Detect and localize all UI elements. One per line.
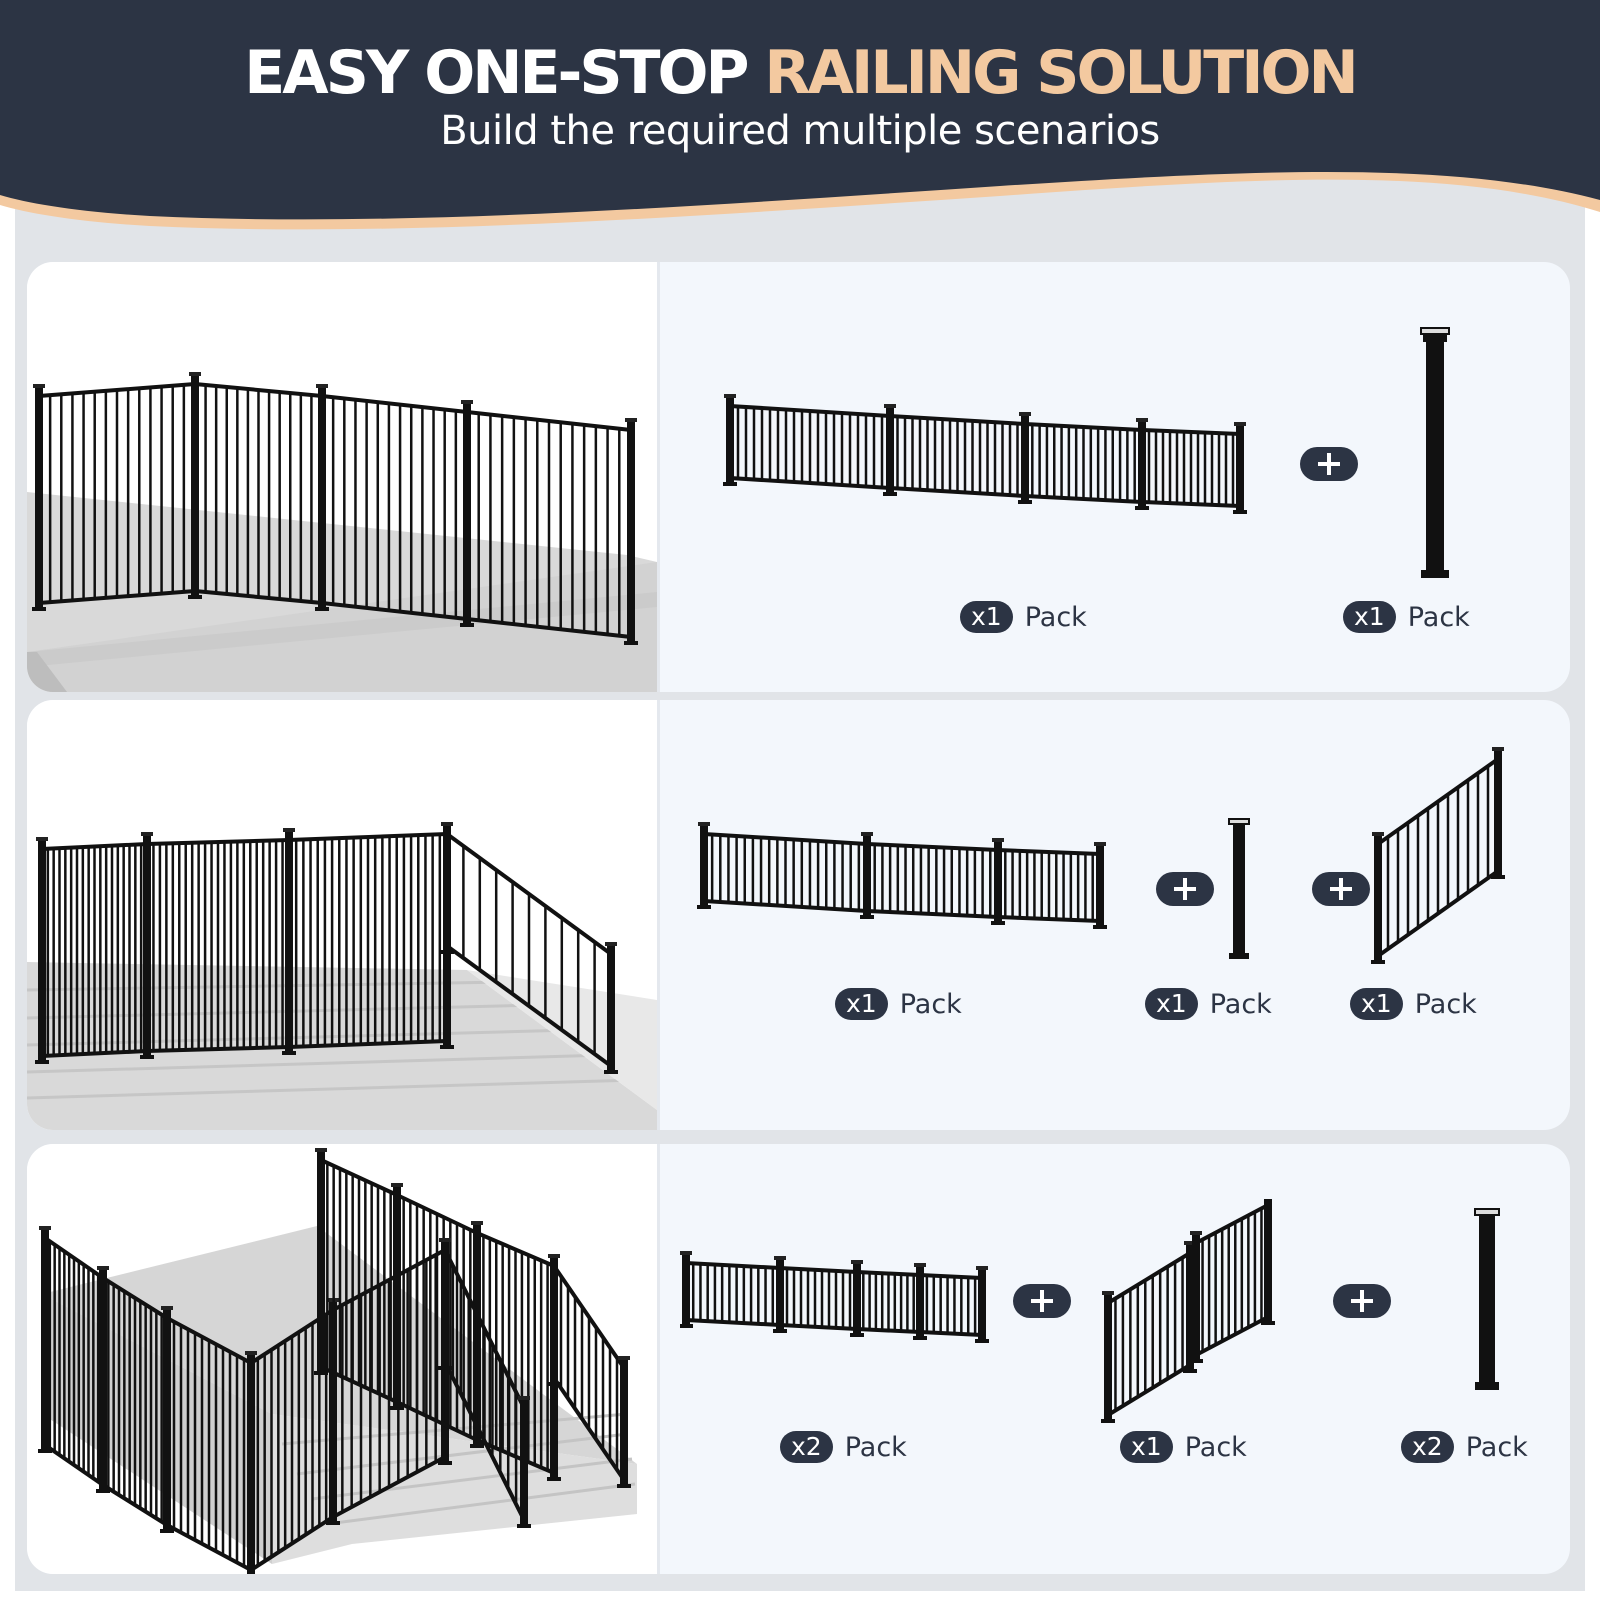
unit-label: Pack xyxy=(1414,988,1477,1020)
post-product-icon xyxy=(1474,1208,1500,1390)
unit-label: Pack xyxy=(1407,601,1470,633)
qty-label: x1 Pack xyxy=(1343,600,1470,634)
panel-divider xyxy=(657,1144,660,1574)
unit-label: Pack xyxy=(1209,988,1272,1020)
header-banner: EASY ONE-STOP RAILING SOLUTION Build the… xyxy=(0,0,1600,260)
qty-label: x1 Pack xyxy=(1350,987,1477,1021)
straight-railing-product-icon xyxy=(680,1251,989,1343)
scene-deck-with-stairs xyxy=(27,700,657,1130)
page-title: EASY ONE-STOP RAILING SOLUTION xyxy=(0,38,1600,108)
qty-badge: x1 xyxy=(1343,601,1396,633)
plus-icon xyxy=(1333,1284,1391,1318)
qty-badge: x2 xyxy=(780,1431,833,1463)
scene-raised-platform xyxy=(27,1144,657,1574)
deck-illustration xyxy=(27,372,657,692)
platform-illustration xyxy=(38,1148,637,1574)
unit-label: Pack xyxy=(844,1431,907,1463)
qty-badge: x1 xyxy=(1350,988,1403,1020)
scenario-card-flat-deck: x1 Pack x1 Pack xyxy=(27,262,1570,692)
qty-label: x1 Pack xyxy=(835,987,962,1021)
qty-label: x1 Pack xyxy=(1145,987,1272,1021)
post-product-icon xyxy=(1420,327,1450,578)
title-accent: RAILING SOLUTION xyxy=(764,38,1358,108)
stair-railing-product-icon xyxy=(1101,1199,1275,1423)
straight-railing-product-icon xyxy=(723,394,1247,514)
products-flat-deck: x1 Pack x1 Pack xyxy=(660,262,1570,692)
scene-flat-deck xyxy=(27,262,657,692)
products-deck-with-stairs: x1 Pack x1 Pack x1 Pack xyxy=(660,700,1570,1130)
products-raised-platform: x2 Pack x1 Pack x2 Pack xyxy=(660,1144,1570,1574)
qty-label: x2 Pack xyxy=(780,1430,907,1464)
unit-label: Pack xyxy=(1184,1431,1247,1463)
unit-label: Pack xyxy=(899,988,962,1020)
qty-badge: x2 xyxy=(1401,1431,1454,1463)
wave-shape xyxy=(0,0,1600,230)
unit-label: Pack xyxy=(1024,601,1087,633)
stairs-illustration xyxy=(27,822,657,1130)
qty-label: x1 Pack xyxy=(1120,1430,1247,1464)
straight-railing-product-icon xyxy=(697,822,1107,929)
scenario-card-raised-platform: x2 Pack x1 Pack x2 Pack xyxy=(27,1144,1570,1574)
qty-badge: x1 xyxy=(1145,988,1198,1020)
qty-badge: x1 xyxy=(960,601,1013,633)
stair-railing-product-icon xyxy=(1371,747,1505,964)
plus-icon xyxy=(1156,872,1214,906)
plus-icon xyxy=(1300,447,1358,481)
qty-badge: x1 xyxy=(835,988,888,1020)
qty-label: x1 Pack xyxy=(960,600,1087,634)
panel-divider xyxy=(657,700,660,1130)
qty-label: x2 Pack xyxy=(1401,1430,1528,1464)
qty-badge: x1 xyxy=(1120,1431,1173,1463)
post-product-icon xyxy=(1228,818,1250,959)
title-main: EASY ONE-STOP xyxy=(244,38,765,108)
scenario-card-deck-with-stairs: x1 Pack x1 Pack x1 Pack xyxy=(27,700,1570,1130)
unit-label: Pack xyxy=(1465,1431,1528,1463)
plus-icon xyxy=(1312,872,1370,906)
page-subtitle: Build the required multiple scenarios xyxy=(440,108,1160,154)
plus-icon xyxy=(1013,1284,1071,1318)
panel-divider xyxy=(657,262,660,692)
